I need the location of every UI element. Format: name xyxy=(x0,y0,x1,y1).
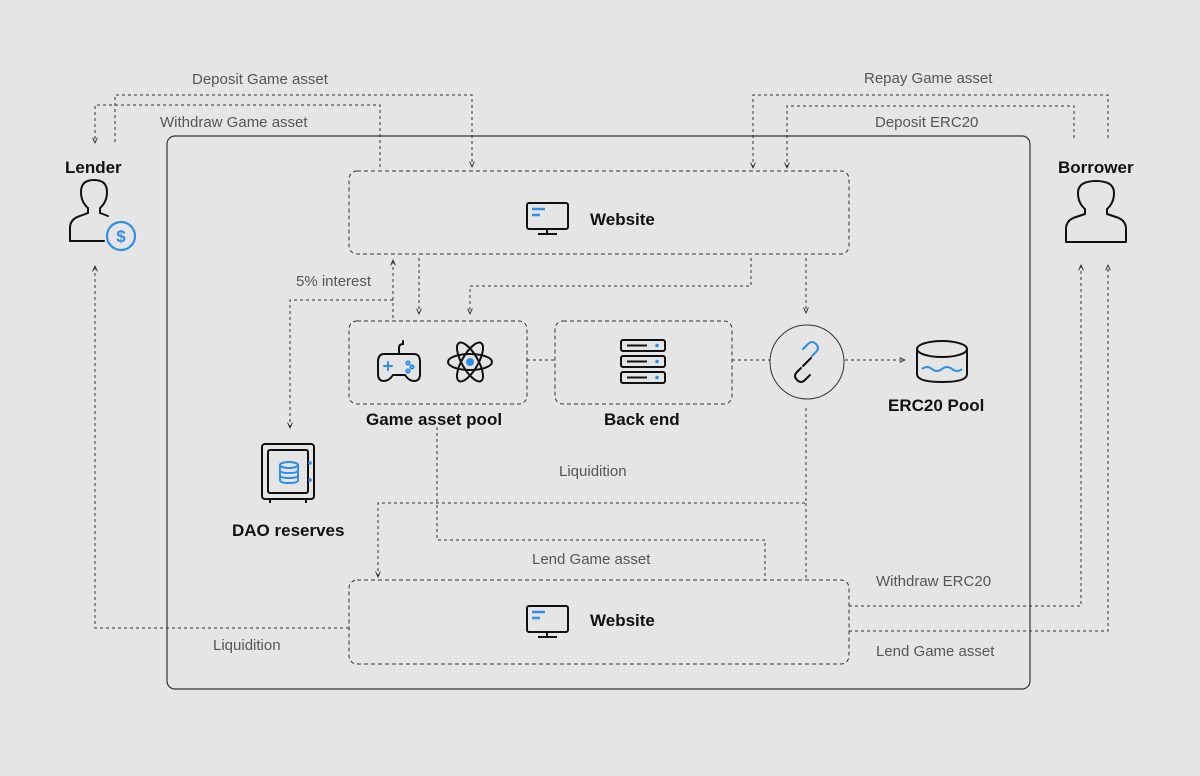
flow-label-deposit-erc20: Deposit ERC20 xyxy=(875,114,979,131)
person-icon xyxy=(1065,180,1127,243)
website-bottom-box[interactable] xyxy=(348,579,850,665)
back-end-box[interactable] xyxy=(554,320,733,405)
website-bottom-label: Website xyxy=(590,611,655,630)
flow-withdraw-game-asset xyxy=(95,104,381,167)
website-top-label: Website xyxy=(590,210,655,229)
game-asset-pool-box[interactable] xyxy=(348,320,528,405)
lender-label: Lender xyxy=(65,158,122,177)
flow-label-lend-game-asset-center: Lend Game asset xyxy=(532,551,651,568)
flow-label-withdraw-game-asset: Withdraw Game asset xyxy=(160,114,308,131)
safe-icon xyxy=(261,443,315,503)
monitor-icon xyxy=(526,605,569,638)
system-boundary xyxy=(166,135,1031,690)
borrower-label: Borrower xyxy=(1058,158,1134,177)
svg-text:$: $ xyxy=(116,227,126,246)
flow-withdraw-erc20 xyxy=(849,265,1081,607)
flow-label-interest: 5% interest xyxy=(296,273,372,290)
flow-lend-game-asset-center xyxy=(436,427,766,580)
flow-interest-to-dao xyxy=(290,299,393,428)
flow-label-deposit-game-asset: Deposit Game asset xyxy=(192,71,328,88)
flow-deposit-erc20 xyxy=(787,105,1075,168)
flow-repay-game-asset xyxy=(753,94,1109,168)
server-icon xyxy=(620,339,666,384)
flow-label-withdraw-erc20: Withdraw ERC20 xyxy=(876,573,992,590)
flow-lend-game-asset-right xyxy=(849,265,1108,632)
flow-liquidition-left xyxy=(95,266,349,629)
monitor-icon xyxy=(526,202,569,235)
website-top-box[interactable] xyxy=(348,170,850,255)
link-icon[interactable] xyxy=(769,324,845,400)
flow-liquidition-center xyxy=(378,408,807,577)
back-end-label: Back end xyxy=(604,410,680,429)
flow-label-liquidition-left: Liquidition xyxy=(213,637,281,654)
erc20-pool-label: ERC20 Pool xyxy=(888,396,985,415)
flow-label-lend-game-asset-right: Lend Game asset xyxy=(876,643,995,660)
game-asset-pool-label: Game asset pool xyxy=(366,410,503,429)
flow-deposit-game-asset xyxy=(114,94,472,167)
dao-reserves-label: DAO reserves xyxy=(232,521,345,540)
person-dollar-icon: $ xyxy=(69,179,137,252)
atom-icon xyxy=(447,341,493,383)
database-wave-icon xyxy=(916,340,968,384)
flow-label-liquidition-center: Liquidition xyxy=(559,463,627,480)
flow-label-repay-game-asset: Repay Game asset xyxy=(864,70,993,87)
gamepad-icon xyxy=(377,340,421,383)
flow-website-to-pool-b xyxy=(470,258,752,314)
